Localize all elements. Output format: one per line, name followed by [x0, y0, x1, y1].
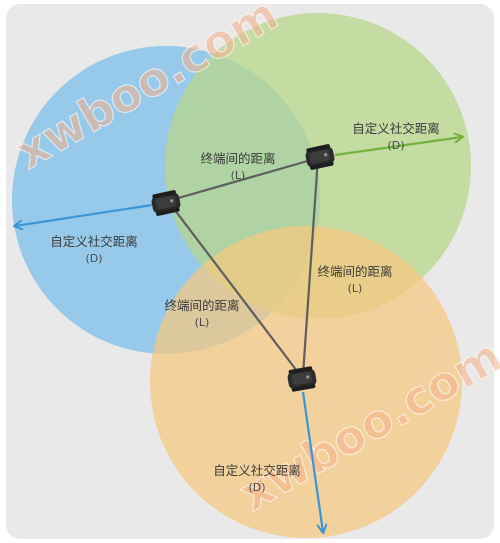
- distance-arrow-right: [334, 137, 462, 157]
- terminal-distance-label-left: 终端间的距离: [164, 298, 239, 313]
- terminal-distance-label-top: 终端间的距离: [200, 151, 275, 166]
- terminal-distance-symbol-top: (L): [231, 169, 246, 182]
- distance-arrow-left: [15, 203, 153, 226]
- link-line-right-bottom: [301, 157, 320, 376]
- link-line-left-bottom: [167, 200, 301, 376]
- social-distance-symbol-bottom: (D): [248, 481, 265, 494]
- social-distance-symbol-left: (D): [85, 252, 102, 265]
- social-distance-label-left: 自定义社交距离: [50, 234, 138, 249]
- distance-arrow-bottom: [301, 391, 323, 532]
- social-distance-label-right: 自定义社交距离: [352, 121, 440, 136]
- link-line-left-right: [167, 156, 319, 203]
- terminal-distance-symbol-right: (L): [348, 282, 363, 295]
- terminal-distance-label-right: 终端间的距离: [317, 264, 392, 279]
- social-distance-symbol-right: (D): [387, 139, 404, 152]
- social-distance-label-bottom: 自定义社交距离: [213, 463, 301, 478]
- terminal-distance-symbol-left: (L): [195, 316, 210, 329]
